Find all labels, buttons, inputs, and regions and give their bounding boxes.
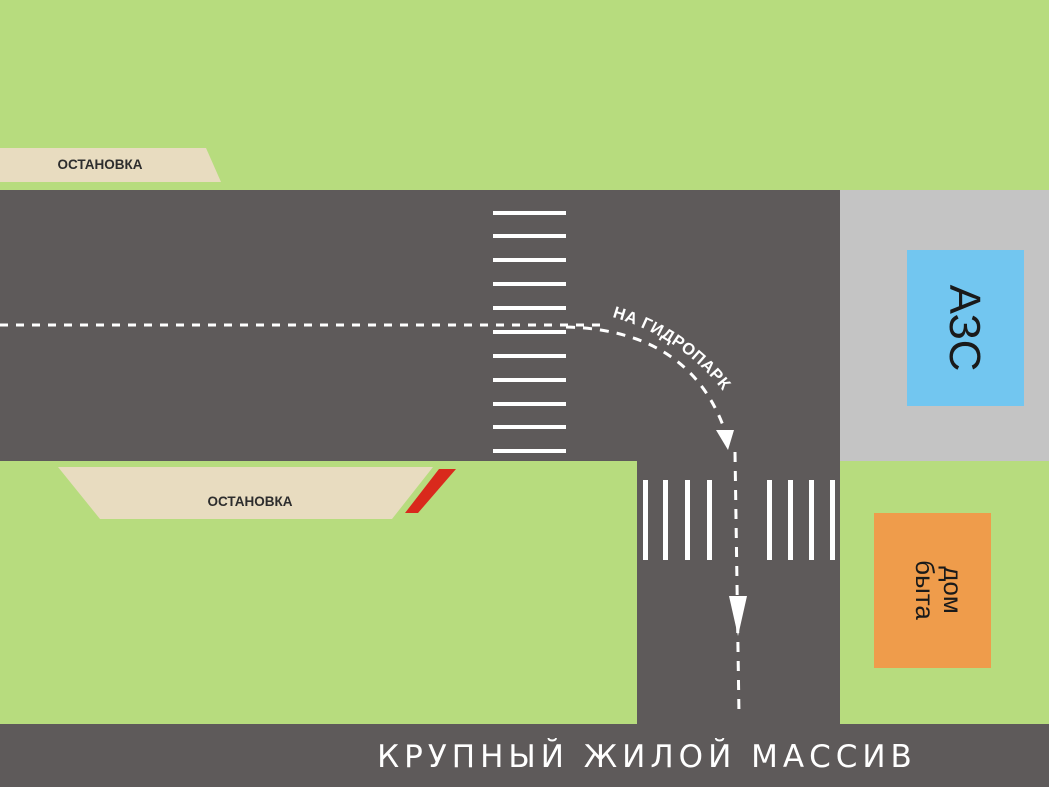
red-marker bbox=[405, 469, 456, 513]
route-arrow-head-upper bbox=[716, 430, 734, 450]
route-arrow-head-lower bbox=[729, 596, 747, 636]
bus-stop-top-label: ОСТАНОВКА bbox=[57, 157, 142, 172]
service-house[interactable] bbox=[874, 513, 991, 668]
gas-station[interactable] bbox=[907, 250, 1024, 406]
service-house-label-line1: дом bbox=[938, 566, 968, 614]
bus-stop-top bbox=[0, 148, 221, 182]
route-lane-line bbox=[733, 451, 741, 716]
crosswalk-side-road bbox=[643, 480, 835, 560]
district-label: КРУПНЫЙ ЖИЛОЙ МАССИВ bbox=[377, 739, 917, 775]
bottom-road bbox=[0, 724, 1049, 787]
bus-stop-bottom-label: ОСТАНОВКА bbox=[207, 494, 292, 509]
gas-station-label: АЗС bbox=[940, 285, 989, 372]
bus-stop-bottom bbox=[58, 467, 433, 519]
route-curve bbox=[565, 325, 730, 441]
crosswalk-main-road bbox=[493, 211, 566, 453]
service-house-label-line2: быта bbox=[910, 560, 940, 620]
